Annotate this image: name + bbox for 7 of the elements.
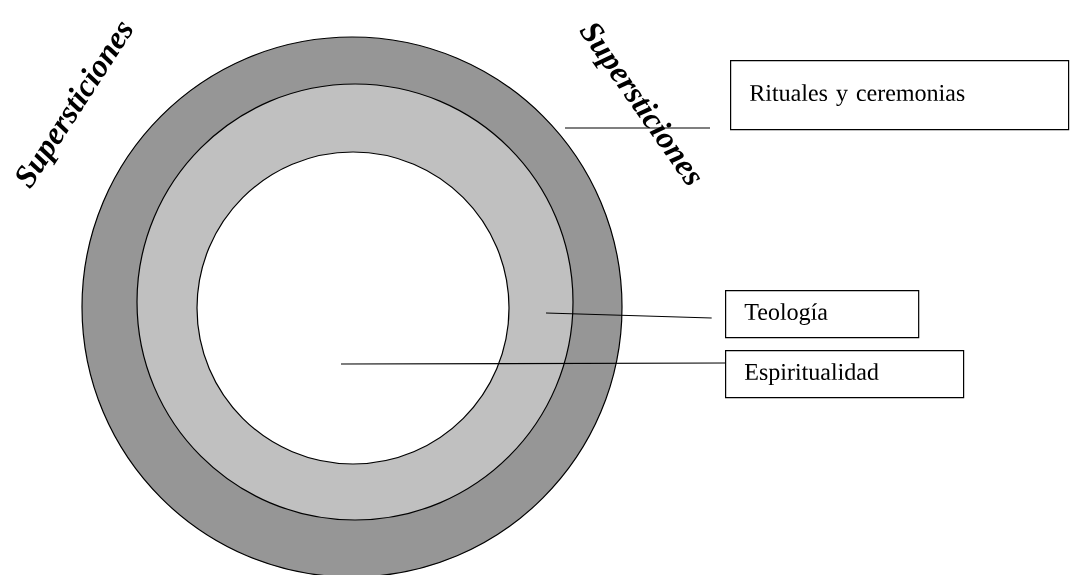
label-box: Rituales y ceremonias bbox=[730, 60, 1070, 131]
leader-line bbox=[545, 312, 713, 319]
leader-line bbox=[340, 362, 726, 365]
label-box: Espiritualidad bbox=[725, 350, 965, 399]
label-box: Teología bbox=[725, 290, 920, 339]
ring bbox=[196, 151, 510, 465]
leader-line bbox=[564, 127, 711, 129]
